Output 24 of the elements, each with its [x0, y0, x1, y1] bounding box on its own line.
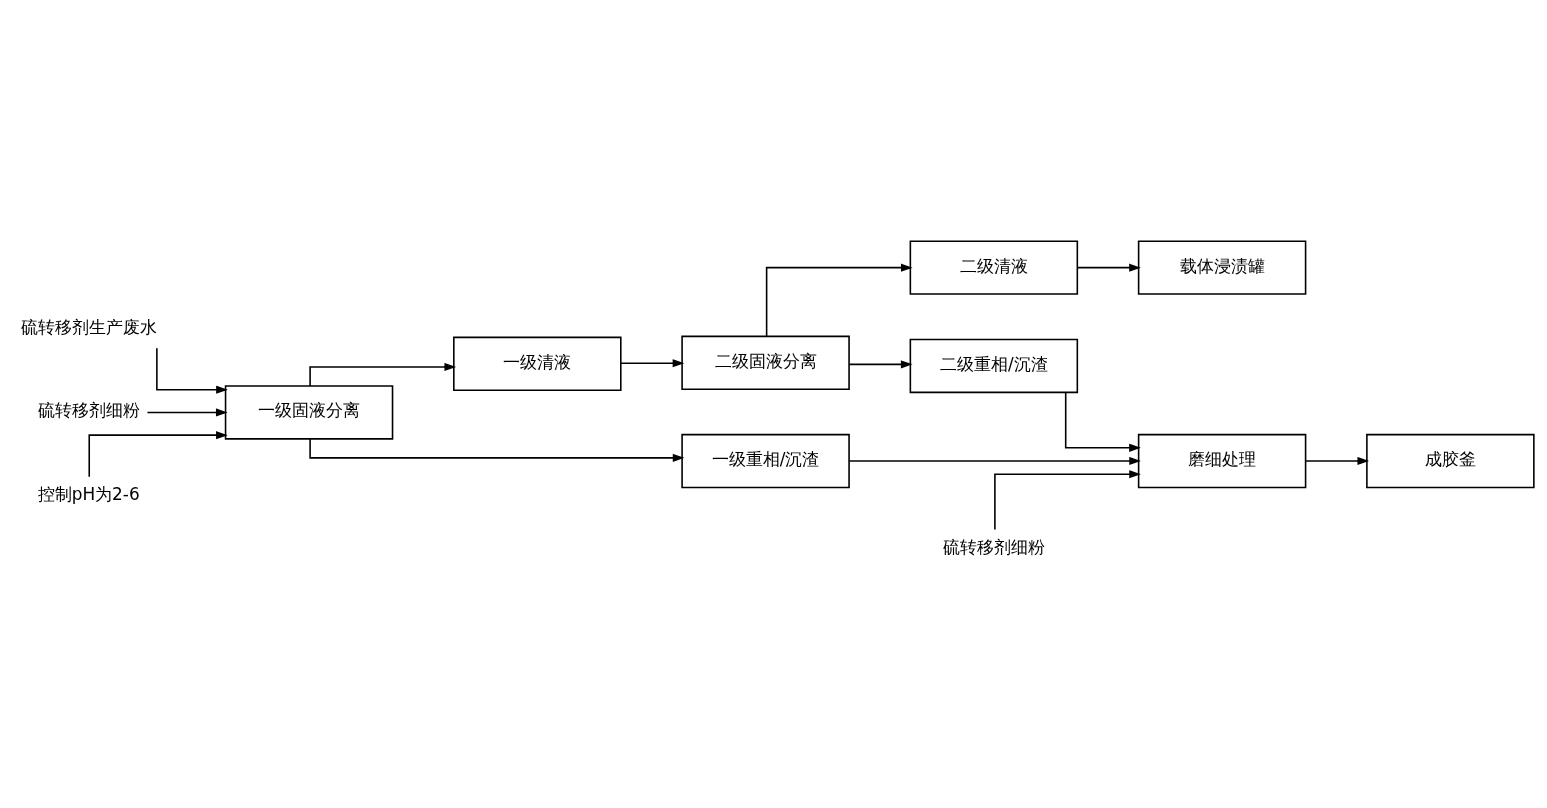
node-box: 载体浸渍罐 — [1137, 239, 1307, 295]
arrow — [848, 456, 1141, 465]
node-box: 一级重相/沉渣 — [681, 433, 850, 488]
arrow — [1064, 391, 1141, 452]
node-box: 成胶釜 — [1366, 433, 1535, 488]
arrow — [88, 430, 228, 477]
node-text: 控制pH为2-6 — [37, 483, 140, 504]
node-text: 硫转移剂细粉 — [942, 536, 1045, 557]
arrow — [1305, 456, 1370, 465]
node-box: 磨细处理 — [1137, 433, 1307, 488]
arrow — [994, 469, 1141, 530]
node-box: 二级重相/沉渣 — [909, 338, 1079, 393]
arrow — [1076, 263, 1141, 272]
node-box: 二级清液 — [909, 239, 1079, 295]
node-box: 一级清液 — [453, 336, 622, 391]
arrow — [620, 358, 685, 367]
node-text: 硫转移剂生产废水 — [20, 316, 157, 337]
arrow — [765, 263, 913, 337]
arrow — [146, 407, 228, 416]
arrow — [848, 359, 913, 368]
node-text: 硫转移剂细粉 — [37, 399, 140, 420]
arrow — [156, 346, 228, 394]
node-box: 二级固液分离 — [681, 335, 850, 390]
node-box: 一级固液分离 — [224, 384, 394, 440]
